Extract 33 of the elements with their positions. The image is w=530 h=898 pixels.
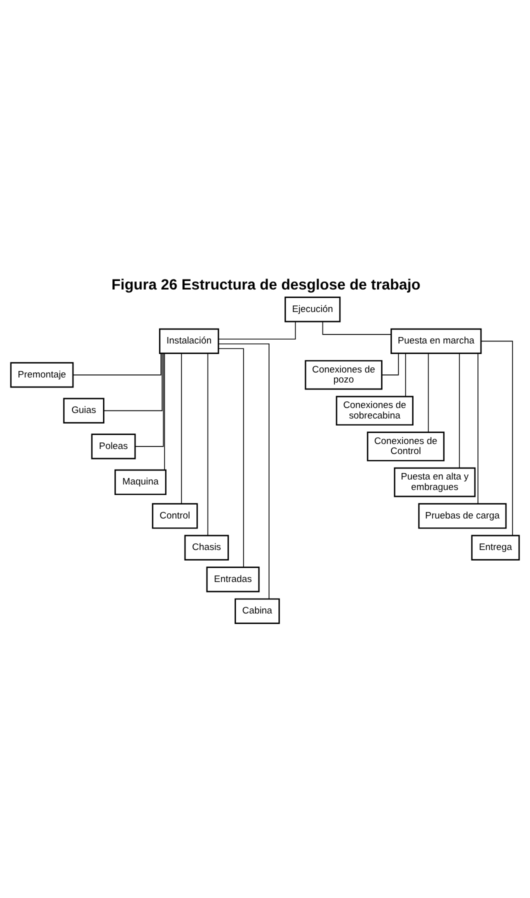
connector (458, 352, 460, 468)
connector (164, 352, 165, 470)
node-box: Conexiones de Control (366, 431, 445, 461)
connector (218, 348, 244, 567)
diagram-title: Figura 26 Estructura de desglose de trabajo (111, 277, 420, 294)
connector (428, 352, 429, 432)
node-box: Control (152, 502, 198, 528)
node-box: Instalación (159, 328, 220, 354)
connector (72, 352, 162, 375)
node-box: Ejecución (284, 296, 341, 322)
connector (181, 352, 182, 504)
node-box: Poleas (91, 433, 136, 459)
connector (382, 352, 399, 375)
connector (218, 342, 270, 599)
node-box: Conexiones de sobrecabina (336, 395, 414, 426)
node-box: Conexiones de pozo (304, 360, 382, 390)
node-box: Entrega (471, 534, 520, 560)
node-box: Maquina (114, 468, 166, 495)
node-box: Guias (63, 397, 104, 424)
connector (218, 320, 296, 340)
connector (322, 320, 392, 334)
node-box: Puesta en alta y embragues (394, 466, 476, 497)
connector (134, 352, 164, 446)
node-box: Cabina (234, 598, 280, 624)
node-box: Premontaje (10, 362, 74, 388)
connector (480, 340, 513, 536)
connector (207, 352, 208, 536)
node-box: Entradas (206, 566, 260, 592)
node-box: Chasis (184, 534, 229, 560)
node-box: Pruebas de carga (418, 502, 507, 528)
connector (103, 352, 163, 411)
node-box: Puesta en marcha (390, 328, 482, 354)
connector (405, 352, 406, 396)
